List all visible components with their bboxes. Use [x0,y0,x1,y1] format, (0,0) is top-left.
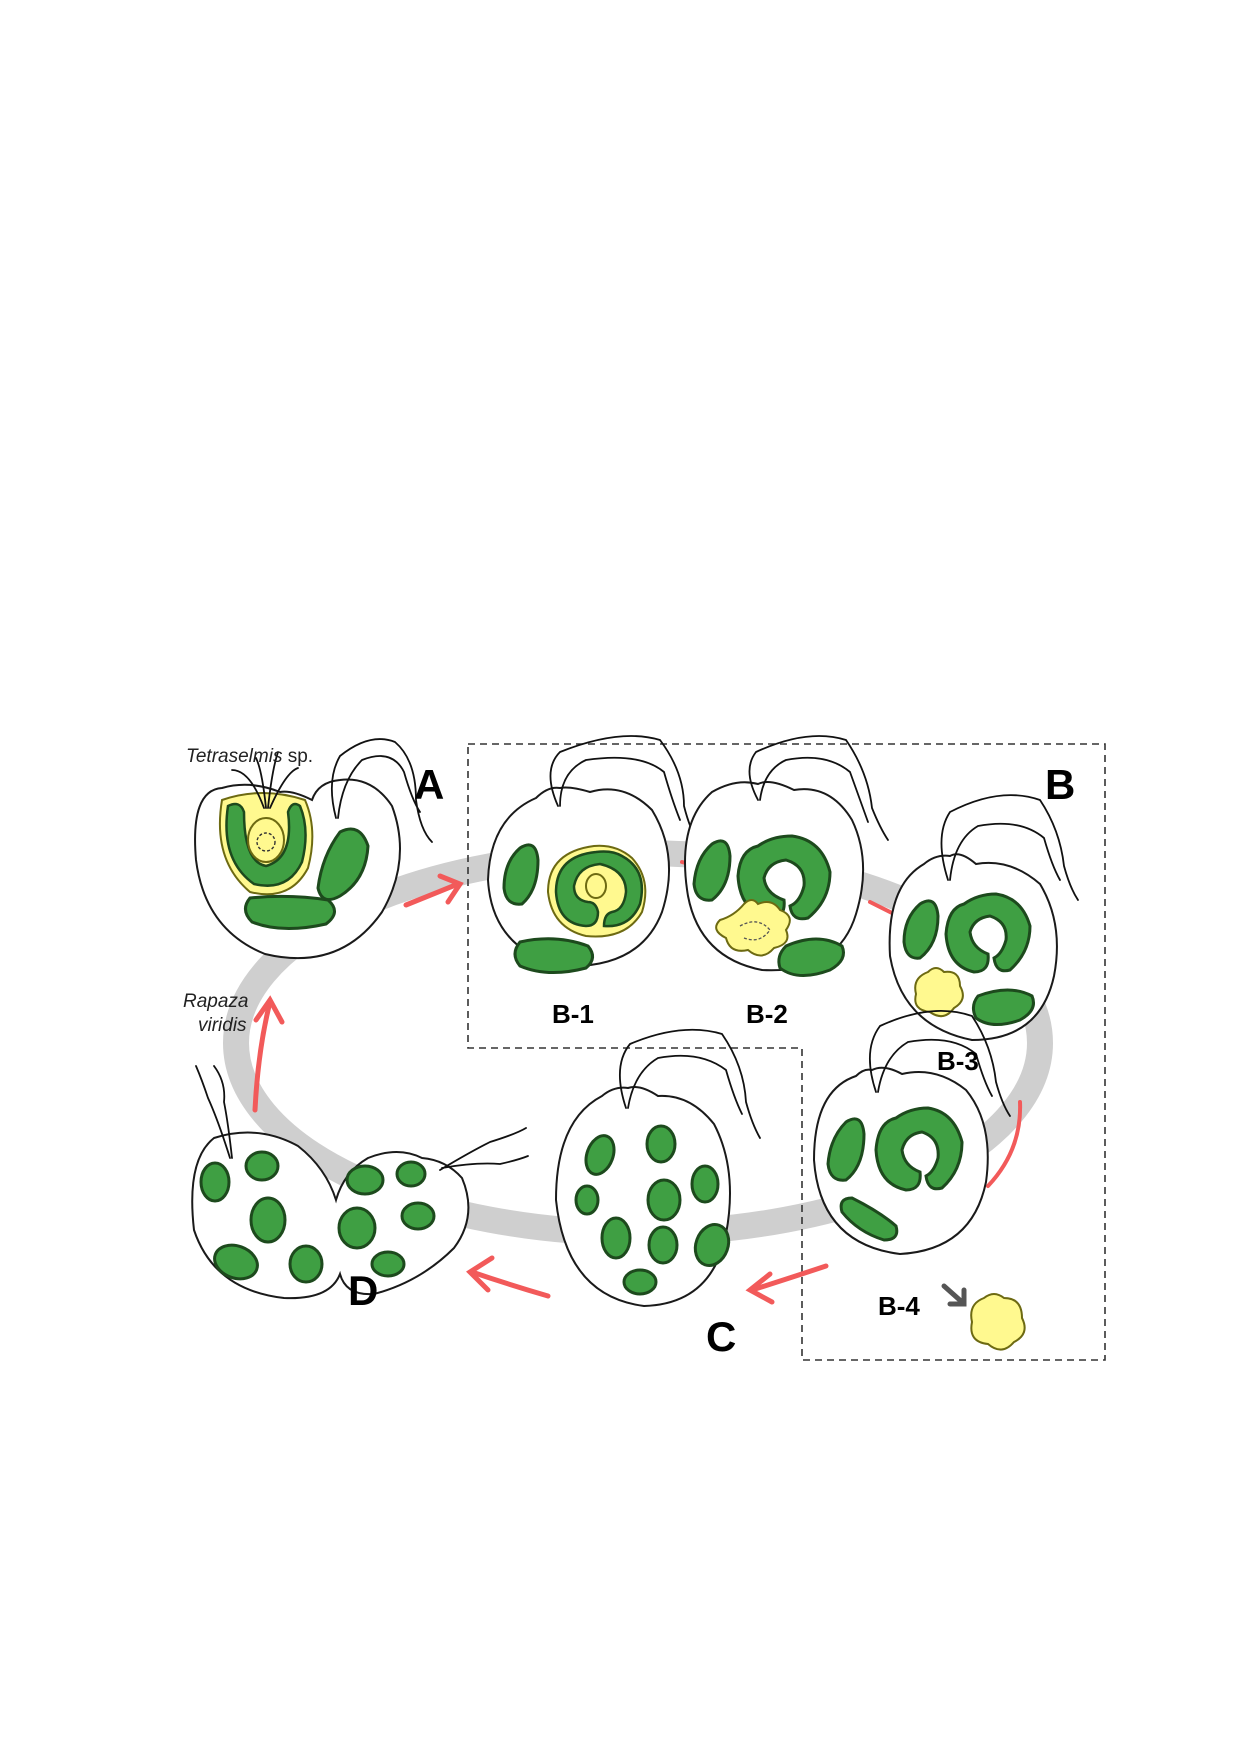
stage-a-cell [194,738,433,960]
chloroplast-icon [944,892,1032,974]
stage-b1-label: B-1 [552,999,594,1029]
stage-c-cell [554,1028,761,1308]
link-b3-b4 [986,1100,1023,1188]
flagellum-icon [618,1028,761,1139]
stage-b2-label: B-2 [746,999,788,1029]
stage-b2-cell [684,735,889,977]
stage-b3-label: B-3 [937,1046,979,1076]
flagellum-icon [330,738,433,843]
link-b2-b3 [868,900,896,916]
chloroplast-icon [225,802,307,887]
arrow-b4-to-c-head-icon [745,1271,775,1305]
stage-b4-label: B-4 [878,1291,920,1321]
arrow-c-to-d-head-icon [466,1255,495,1293]
stage-d-cell [191,1065,529,1300]
chloroplast-icon [199,1161,231,1203]
flagellum-icon [439,1127,529,1171]
digested-prey-icon [715,899,791,957]
flagellum-icon [195,1065,233,1159]
digested-prey-icon [970,1293,1026,1351]
stage-b-label: B [1045,761,1075,808]
stage-b1-cell [486,735,701,975]
release-arrow-head-icon [947,1287,967,1307]
stage-c-label: C [706,1313,736,1360]
arrow-d-to-a-head-icon [253,995,285,1025]
arrow-a-to-b-head-icon [437,873,464,905]
prey-species-label: Tetraselmis sp. [186,746,313,767]
arrow-d-to-a-icon [252,999,273,1113]
stage-b-box [467,743,1106,1361]
arrow-b4-to-c-icon [749,1263,829,1293]
chloroplast-icon [316,827,370,902]
stage-b3-cell [888,794,1079,1042]
flagellum-icon [940,794,1079,901]
arrow-a-to-b-icon [403,881,461,908]
flagellum-icon [549,735,701,847]
stage-d-label: D [348,1267,378,1314]
stage-b4-cell [812,1009,1026,1351]
stage-a-label: A [414,761,444,808]
predator-species-label-line2: viridis [198,1015,247,1036]
chloroplast-icon [874,1106,964,1192]
digested-prey-icon [914,967,964,1018]
predator-species-label-line1: Rapaza [183,991,249,1012]
chloroplast-icon [244,894,336,931]
flagellum-icon [231,751,299,809]
chloroplast-icon [584,1134,616,1176]
release-arrow-icon [941,1283,965,1305]
arrow-c-to-d-icon [469,1269,551,1299]
flagellum-icon [748,735,889,841]
flagellum-icon [868,1009,1011,1117]
